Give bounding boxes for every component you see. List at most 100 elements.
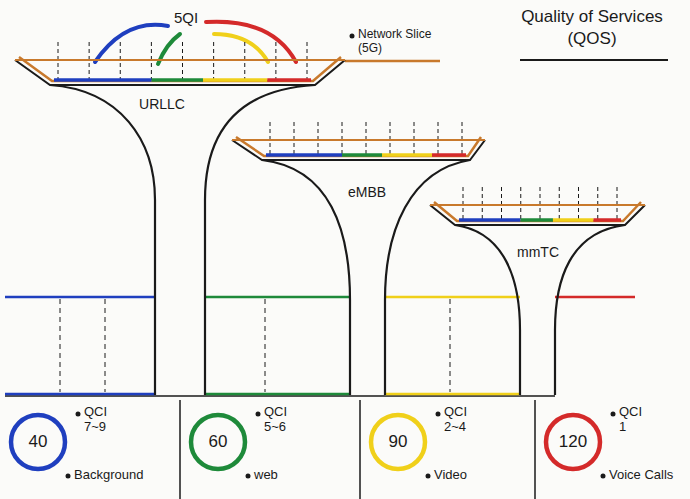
tower-body — [455, 225, 520, 395]
level-line — [5, 296, 155, 299]
tower-outline — [226, 115, 490, 400]
slice-tower: eMBB — [226, 115, 490, 400]
dashed-guide — [318, 122, 319, 155]
base-line — [385, 393, 520, 396]
qi-arc — [95, 25, 168, 62]
tower-body — [205, 85, 315, 395]
bullet-dot — [611, 412, 616, 417]
network-slice-line — [345, 60, 440, 63]
slice-name: mmTC — [517, 244, 559, 260]
tower-body — [262, 160, 350, 395]
qos-bar — [432, 153, 466, 157]
qci-range: QCI 1 — [619, 405, 651, 435]
dashed-guide — [270, 122, 271, 155]
tower-outline — [8, 38, 352, 400]
dashed-guide — [520, 187, 521, 220]
tray-outline — [15, 60, 345, 85]
dashed-guide — [438, 122, 439, 155]
qci-circle: 120 QCI 1 Voice Calls — [537, 400, 690, 499]
base-line — [205, 393, 350, 396]
bullet-dot — [601, 474, 606, 479]
qci-ring — [191, 415, 245, 469]
tower-body — [50, 85, 155, 395]
qos-bar — [267, 78, 311, 82]
dashed-guide — [105, 299, 106, 392]
dashed-guide — [450, 299, 451, 392]
dashed-guide — [559, 187, 560, 220]
bullet-dot — [246, 474, 251, 479]
slice-tower: URLLC — [8, 38, 352, 400]
tower-body — [385, 160, 470, 395]
qos-bar — [459, 218, 521, 222]
qci-circle: 90 QCI 2~4Video — [362, 400, 537, 499]
qos-bar — [152, 78, 203, 82]
level-line — [555, 296, 635, 299]
base-line — [5, 395, 555, 397]
dashed-guide — [501, 187, 502, 220]
qi-arc — [206, 22, 296, 62]
bullet-dot — [426, 474, 431, 479]
cell-divider — [179, 400, 181, 499]
dashed-guide — [462, 122, 463, 155]
qos-bar — [342, 153, 382, 157]
qci-circle: 60 QCI 5~6 web — [182, 400, 357, 499]
service-type: Voice Calls — [609, 468, 673, 483]
qci-value: 40 — [29, 432, 48, 452]
dashed-guide — [366, 122, 367, 155]
qci-range: QCI 5~6 — [264, 405, 296, 435]
qos-bar — [553, 218, 594, 222]
qci-value: 120 — [559, 432, 587, 452]
dashed-guide — [617, 187, 618, 220]
diagram-title: Quality of Services (QOS) — [502, 6, 682, 50]
service-type: web — [254, 468, 278, 483]
tower-outline — [424, 178, 650, 400]
qci-value: 60 — [209, 432, 228, 452]
qos-bar — [382, 153, 432, 157]
qi-arc — [214, 34, 268, 62]
service-type: Video — [434, 468, 467, 483]
level-line — [205, 296, 350, 299]
bullet-dot — [256, 412, 261, 417]
service-type: Background — [74, 468, 143, 483]
qos-bar — [521, 218, 553, 222]
slice-name: URLLC — [139, 96, 185, 112]
dashed-guide — [597, 187, 598, 220]
tray-rim — [15, 59, 345, 61]
qos-bar — [266, 153, 342, 157]
dashed-guide — [578, 187, 579, 220]
slice-tower: mmTC — [424, 178, 650, 400]
tray-rim — [430, 204, 645, 206]
bullet-dot — [76, 412, 81, 417]
dashed-guide — [390, 122, 391, 155]
cell-divider — [534, 400, 536, 499]
dashed-guide — [414, 122, 415, 155]
qci-range: QCI 7~9 — [84, 405, 116, 435]
qi-label: 5QI — [174, 9, 198, 26]
tower-body — [555, 225, 625, 395]
qci-ring — [546, 415, 600, 469]
base-line — [5, 393, 155, 396]
title-underline — [520, 59, 668, 61]
dashed-guide — [342, 122, 343, 155]
dashed-guide — [463, 187, 464, 220]
callout-label: Network Slice (5G) — [358, 28, 450, 56]
qci-circle: 40 QCI 7~9Background — [2, 400, 177, 499]
qci-value: 90 — [389, 432, 408, 452]
cell-divider — [359, 400, 361, 499]
qos-bar — [203, 78, 267, 82]
qci-ring — [11, 415, 65, 469]
qci-ring — [371, 415, 425, 469]
bullet-dot — [350, 34, 355, 39]
level-line — [385, 296, 520, 299]
dashed-guide — [294, 122, 295, 155]
bullet-dot — [436, 412, 441, 417]
tray-rim — [232, 139, 485, 141]
qos-bar — [54, 78, 152, 82]
bullet-dot — [66, 474, 71, 479]
dashed-guide — [482, 187, 483, 220]
qos-bar — [593, 218, 621, 222]
dashed-guide — [265, 299, 266, 392]
qci-range: QCI 2~4 — [444, 405, 476, 435]
dashed-guide — [60, 299, 61, 392]
